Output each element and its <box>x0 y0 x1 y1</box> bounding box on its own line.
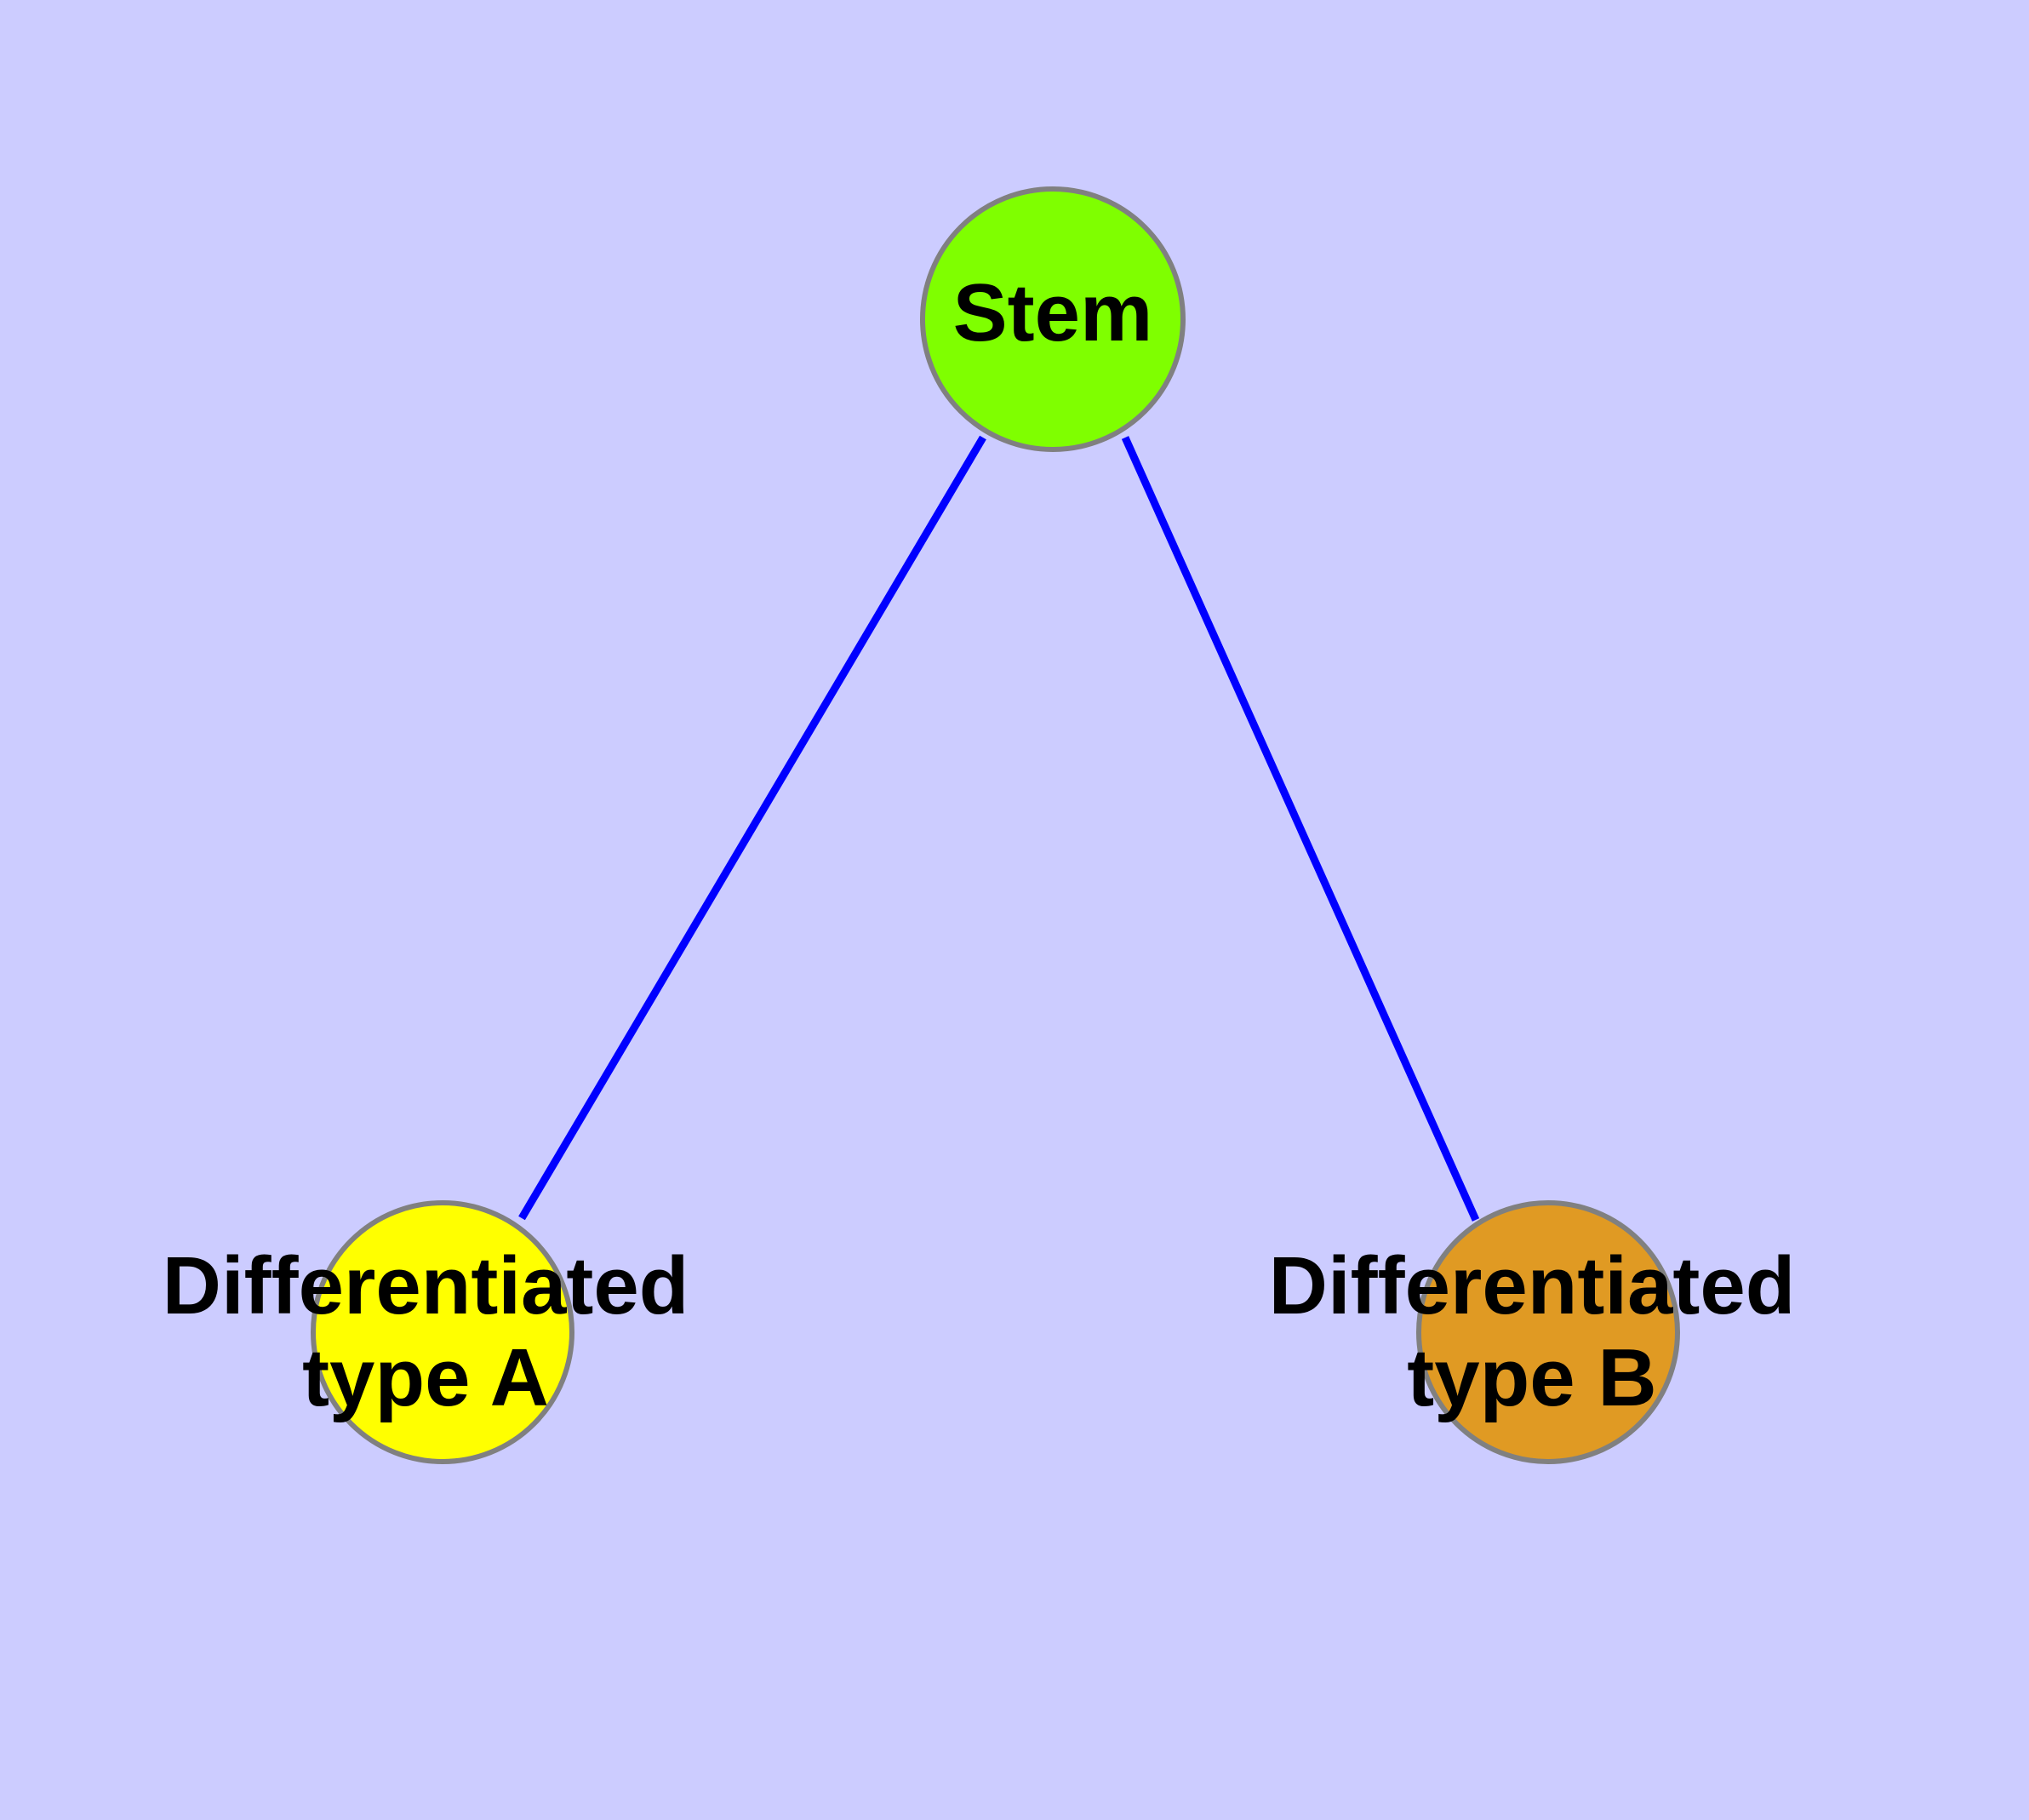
node-stem-circle[interactable] <box>920 186 1186 452</box>
label-line: Differentiated <box>1269 1241 1796 1332</box>
label-line: type A <box>302 1332 549 1423</box>
edge-stem-to-differentiated-type-b[interactable] <box>1121 436 1480 1222</box>
node-differentiated-type-b-circle[interactable] <box>1416 1200 1680 1464</box>
label-line: Differentiated <box>163 1241 689 1332</box>
label-line: type B <box>1407 1332 1656 1423</box>
edges-group <box>518 435 1480 1222</box>
edge-stem-to-differentiated-type-a[interactable] <box>518 435 986 1221</box>
node-differentiated-type-a-circle[interactable] <box>311 1200 574 1464</box>
label-line: Stem <box>953 267 1153 358</box>
node-stem-label: Stem <box>953 267 1153 358</box>
nodes-group <box>311 186 1680 1464</box>
